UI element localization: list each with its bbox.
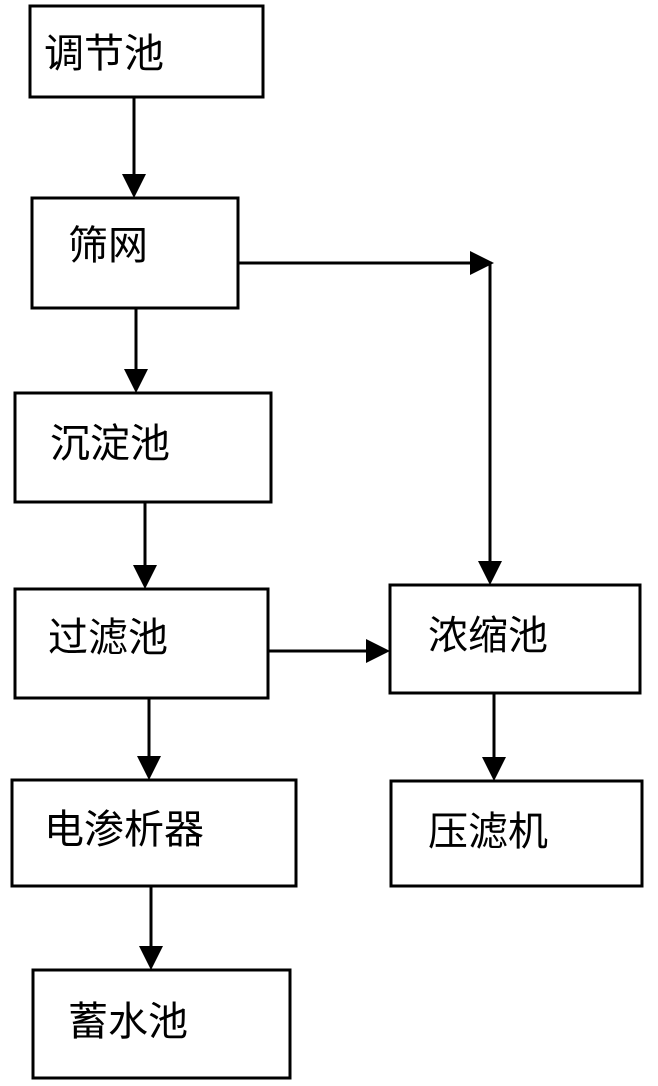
node-label-filter-press: 压滤机 bbox=[428, 809, 548, 855]
edge-screen-to-sedimentation bbox=[124, 308, 148, 393]
node-label-screen: 筛网 bbox=[68, 223, 148, 269]
edge-filter-to-electrodialyzer bbox=[137, 698, 161, 780]
node-label-storage-tank: 蓄水池 bbox=[68, 999, 188, 1045]
node-filter-tank: 过滤池 bbox=[13, 587, 270, 700]
node-regulating-tank: 调节池 bbox=[28, 4, 265, 99]
node-label-regulating-tank: 调节池 bbox=[44, 31, 164, 77]
node-label-thickening-tank: 浓缩池 bbox=[428, 613, 548, 659]
node-label-filter-tank: 过滤池 bbox=[48, 615, 168, 661]
node-thickening-tank: 浓缩池 bbox=[388, 583, 642, 695]
node-label-electrodialyzer: 电渗析器 bbox=[44, 807, 204, 853]
node-filter-press: 压滤机 bbox=[389, 779, 644, 888]
node-electrodialyzer: 电渗析器 bbox=[10, 778, 298, 888]
edge-electrodialyzer-to-storage bbox=[139, 886, 163, 970]
edges bbox=[122, 97, 506, 970]
edge-sedimentation-to-filter bbox=[133, 502, 157, 589]
node-sedimentation-tank: 沉淀池 bbox=[13, 391, 273, 504]
nodes: 调节池 筛网 沉淀池 过滤池 电渗析器 蓄水池 浓缩池 压滤机 bbox=[10, 4, 644, 1080]
edge-thickening-to-press bbox=[482, 693, 506, 781]
edge-regulating-to-screen bbox=[122, 97, 146, 198]
node-storage-tank: 蓄水池 bbox=[31, 968, 292, 1080]
edge-screen-to-thickening bbox=[238, 251, 502, 585]
node-label-sedimentation-tank: 沉淀池 bbox=[50, 421, 170, 467]
edge-filter-to-thickening bbox=[268, 639, 390, 663]
node-screen: 筛网 bbox=[30, 196, 240, 310]
